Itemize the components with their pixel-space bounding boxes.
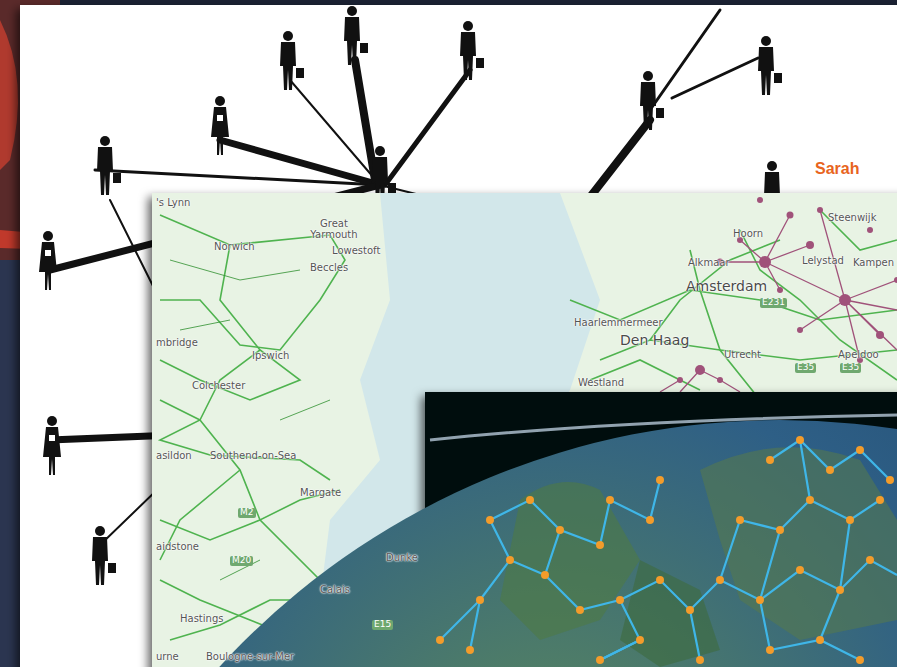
map-label: Calais	[320, 584, 350, 595]
map-label: Amsterdam	[686, 279, 767, 294]
map-label: Den Haag	[620, 333, 689, 348]
road-number: M20	[230, 556, 253, 566]
map-label: mbridge	[156, 337, 198, 348]
map-label: Norwich	[214, 241, 255, 252]
road-number: E15	[372, 620, 393, 630]
map-label: aidstone	[156, 541, 199, 552]
map-label: Haarlemmermeer	[574, 317, 663, 328]
map-label: Dunke	[386, 552, 418, 563]
map-label: 's Lynn	[156, 197, 190, 208]
map-label: Alkmaar	[688, 257, 730, 268]
road-number: E35	[840, 363, 861, 373]
road-number: E35	[795, 363, 816, 373]
map-label: Kampen	[853, 257, 894, 268]
map-label: Ipswich	[252, 350, 289, 361]
map-label: Apeldoo	[838, 349, 879, 360]
map-label: Lowestoft	[332, 245, 380, 256]
map-label: Great Yarmouth	[310, 218, 358, 240]
map-label: Hastings	[180, 613, 223, 624]
map-label: Beccles	[310, 262, 348, 273]
map-label: Hoorn	[733, 228, 763, 239]
map-label: Southend-on-Sea	[210, 450, 296, 461]
map-label: Utrecht	[724, 349, 761, 360]
map-label: Lelystad	[802, 255, 844, 266]
map-label: Steenwijk	[828, 212, 876, 223]
road-number: M2	[238, 508, 256, 518]
road-number: E231	[760, 298, 787, 308]
map-label: Margate	[300, 487, 341, 498]
map-label: Boulogne-sur-Mer	[206, 651, 294, 662]
person-name: Sarah	[815, 160, 859, 178]
map-label: asildon	[156, 450, 192, 461]
map-label: urne	[156, 651, 179, 662]
map-label: Colchester	[192, 380, 245, 391]
map-label: Westland	[578, 377, 624, 388]
